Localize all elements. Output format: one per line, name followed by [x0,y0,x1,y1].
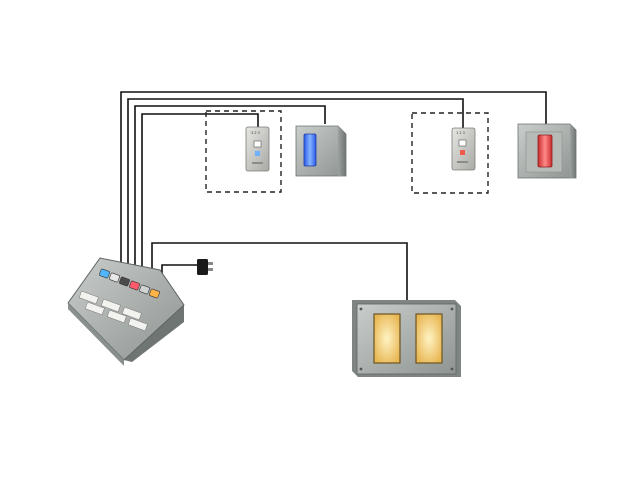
wiring [120,91,547,300]
control-console [67,257,185,366]
station-2-light-icon [460,150,465,155]
dashed-group-left [205,110,282,193]
station-1-light-icon [255,151,260,156]
wire-to-station-2 [127,98,464,264]
svg-text:1 2 3: 1 2 3 [251,131,260,135]
dashed-group-right [411,112,489,194]
button-grey-icon[interactable] [139,284,150,295]
door-call-station-1: 1 2 3 [245,126,270,172]
station-1-button[interactable] [253,140,262,148]
red-lamp-icon [537,134,553,168]
button-orange-icon[interactable] [149,288,160,299]
station-2-button[interactable] [458,139,467,147]
indicator-light-blue [295,125,347,177]
indicator-light-red [517,123,577,179]
wire-to-power-adapter [161,264,197,278]
dual-indicator-panel [352,300,461,377]
amber-lamp-right-icon [415,313,443,364]
button-red-icon[interactable] [129,280,140,291]
button-blue-icon[interactable] [99,268,110,279]
wire-to-red-indicator [120,91,547,262]
console-labels [78,290,148,332]
console-buttons [99,268,160,299]
button-white-icon[interactable] [109,272,120,283]
wire-to-station-1 [141,113,259,268]
wire-to-dual-panel [151,242,408,300]
blue-lamp-icon [303,133,317,167]
door-call-station-2: 1 2 3 [451,127,476,171]
wire-to-blue-indicator [134,105,326,266]
button-black-icon[interactable] [119,276,130,287]
svg-text:1 2 3: 1 2 3 [456,131,465,135]
power-adapter [197,259,213,275]
amber-lamp-left-icon [373,313,401,364]
